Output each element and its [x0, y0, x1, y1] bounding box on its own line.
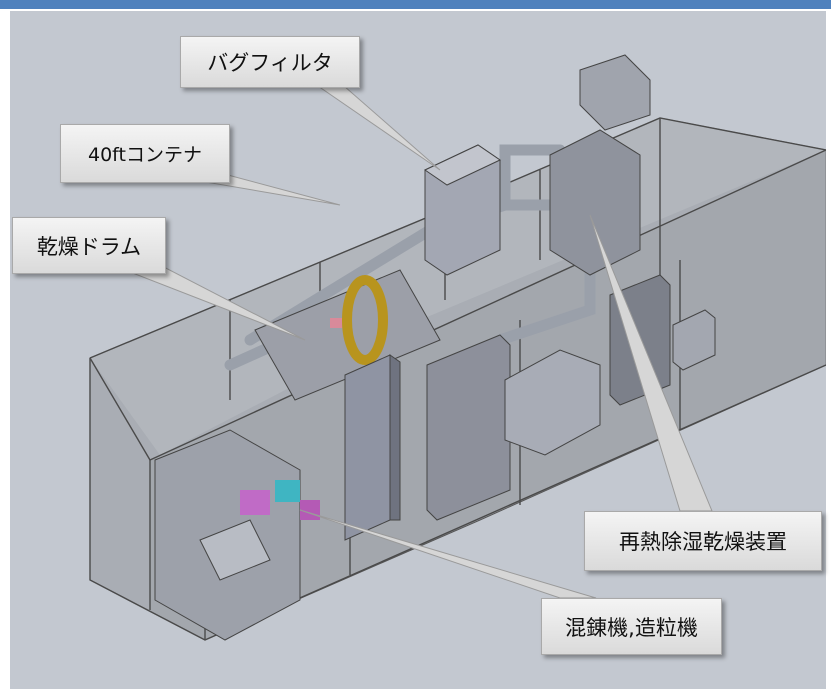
bag-filter-leader: [316, 85, 441, 171]
top-accent-bar: [0, 0, 831, 9]
callout-drying-drum: 乾燥ドラム: [12, 217, 166, 274]
callout-reheat-dehumidifier: 再熱除湿乾燥装置: [584, 511, 822, 571]
reheat-dehumidifier-unit: [549, 54, 651, 276]
callout-container: 40ftコンテナ: [60, 124, 230, 183]
bag-filter-unit: [423, 144, 502, 276]
drying-drum-leader: [128, 264, 306, 341]
drying-drum: [254, 269, 441, 401]
callout-bag-filter: バグフィルタ: [180, 36, 360, 88]
mixer-leader: [299, 509, 597, 599]
container-3d-render: [10, 11, 826, 689]
container-back-wall: [90, 118, 826, 455]
callout-mixer-granulator: 混錬機,造粒機: [541, 598, 722, 655]
mixer-granulator-unit: [154, 429, 320, 641]
reheat-leader: [589, 214, 713, 512]
